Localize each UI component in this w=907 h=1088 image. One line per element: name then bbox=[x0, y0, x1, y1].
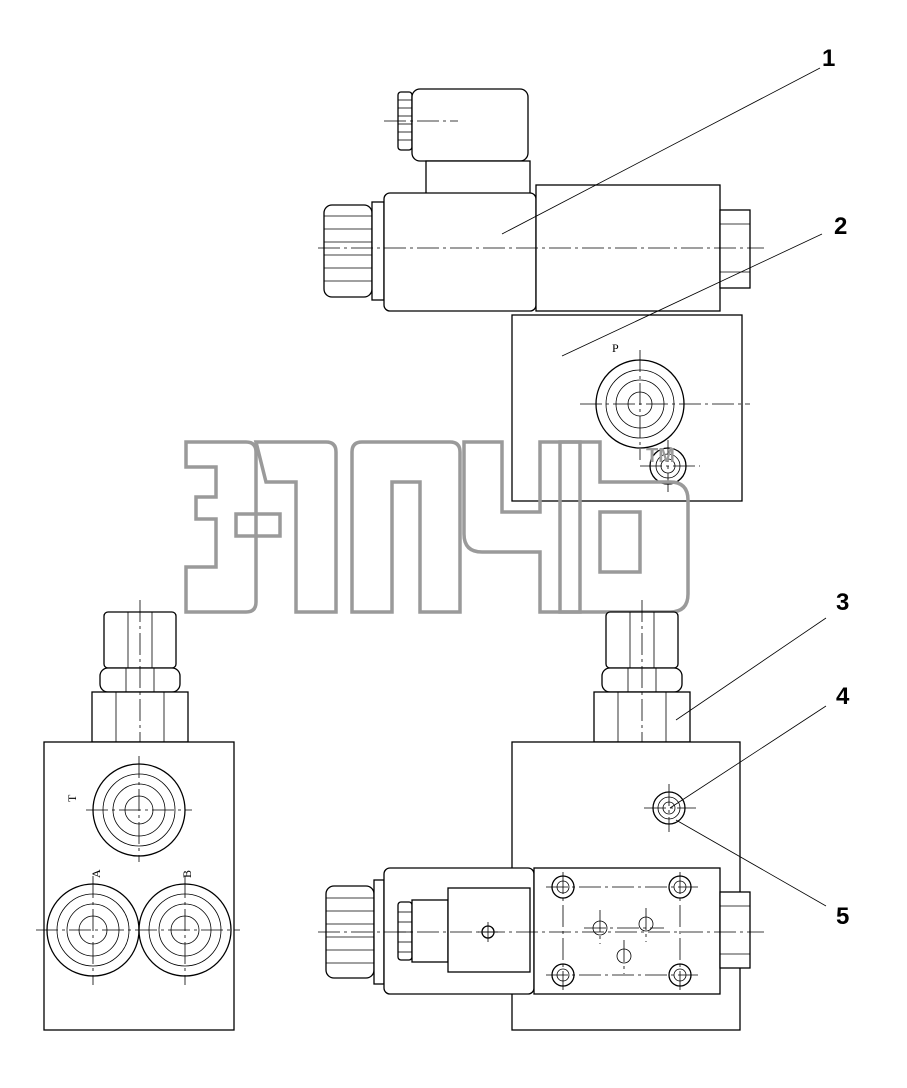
left-fitting bbox=[91, 600, 189, 750]
port-label-a: A bbox=[89, 869, 103, 878]
callout-4: 4 bbox=[836, 683, 850, 710]
port-label-b: B bbox=[180, 870, 194, 878]
plug-screw bbox=[644, 784, 696, 832]
valve-block-top: P bbox=[511, 314, 750, 502]
watermark-logo: TM bbox=[184, 440, 690, 614]
top-view: P bbox=[318, 88, 764, 502]
right-solenoid bbox=[318, 867, 764, 995]
callout-5: 5 bbox=[836, 903, 849, 930]
port-label-p: P bbox=[612, 341, 619, 355]
mounting-bolts bbox=[546, 872, 698, 990]
internal-ports bbox=[584, 908, 664, 974]
bottom-right-view bbox=[318, 600, 764, 1031]
right-fitting bbox=[593, 600, 691, 750]
left-port-t bbox=[86, 756, 192, 862]
callout-1: 1 bbox=[822, 45, 835, 72]
port-label-t: T bbox=[65, 794, 79, 802]
callout-leaders bbox=[501, 67, 827, 907]
solenoid-coil bbox=[318, 184, 764, 312]
watermark-tm: TM bbox=[646, 445, 675, 467]
connector-plug bbox=[384, 88, 531, 202]
callout-2: 2 bbox=[834, 213, 847, 240]
callout-3: 3 bbox=[836, 589, 849, 616]
bottom-left-view: T A B bbox=[36, 600, 240, 1031]
